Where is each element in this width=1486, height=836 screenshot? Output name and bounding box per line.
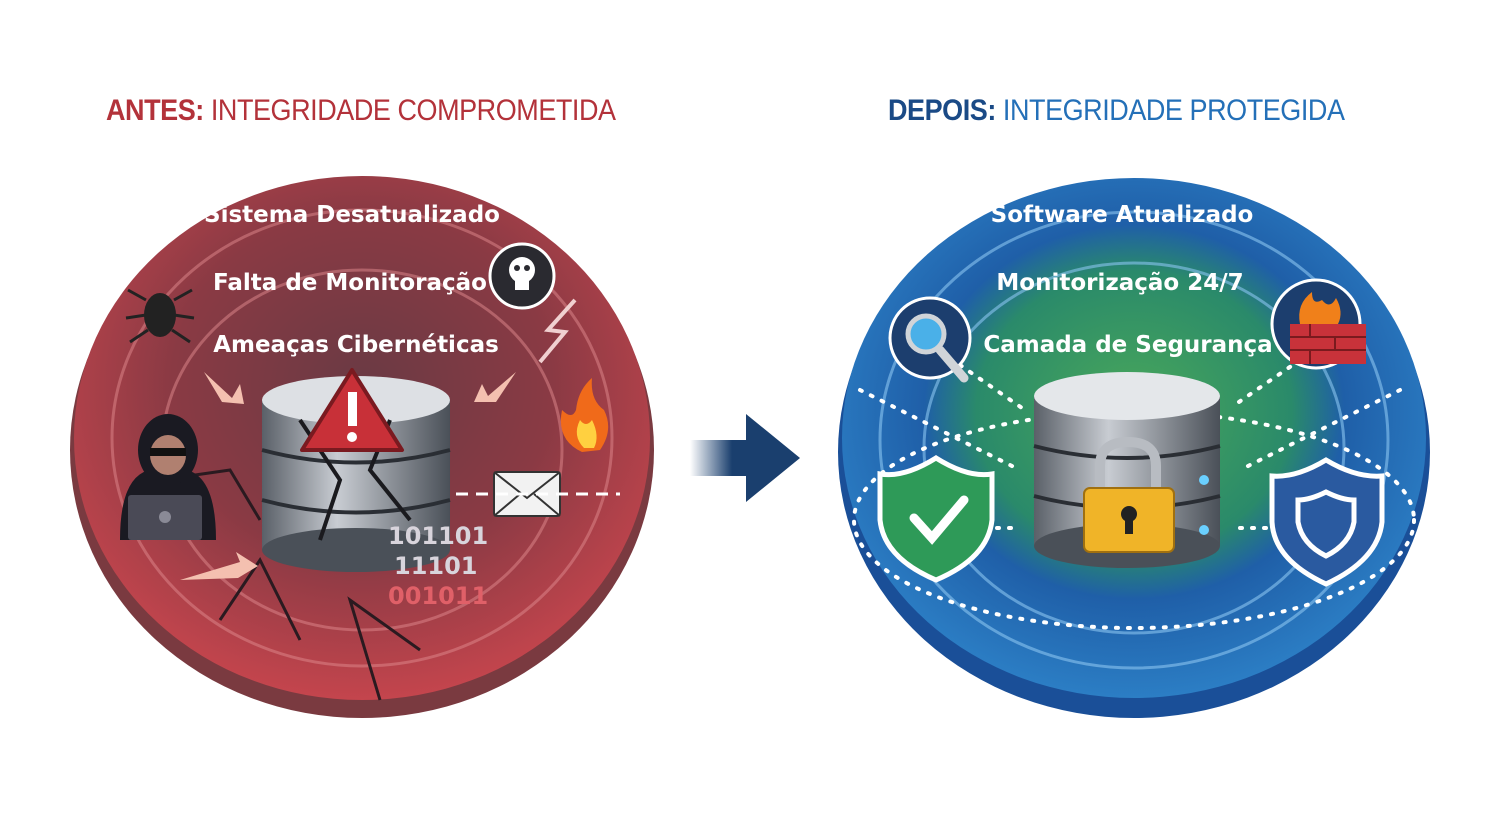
fire-icon [560,378,609,452]
before-title-lead: ANTES: [106,94,204,127]
after-title-lead: DEPOIS: [888,94,996,127]
skull-icon [488,242,556,310]
after-ring-label: Camada de Segurança [983,332,1272,358]
before-ring-label: Ameaças Cibernéticas [213,332,499,358]
hacker-icon [120,414,216,540]
before-ring-label: Falta de Monitoração [213,270,487,296]
after-ring-label: Software Atualizado [991,202,1254,228]
magnifier-icon [888,296,972,383]
binary-line: 001011 [388,582,488,610]
padlock-icon [1083,436,1175,553]
firewall-icon [1270,278,1366,370]
lightning-icon [538,298,577,364]
binary-line: 101101 [388,522,488,550]
threat-arrows [180,372,516,580]
before-disc: Sistema Desatualizado Falta de Monitoraç… [70,176,654,718]
after-disc: Software Atualizado Monitorização 24/7 C… [838,178,1430,718]
shield-icon [1269,457,1385,587]
after-title: DEPOIS: INTEGRIDADE PROTEGIDA [888,94,1345,128]
arrow-right-icon [690,414,800,502]
binary-line: 11101 [394,552,478,580]
warning-icon [300,368,404,452]
before-ring-label: Sistema Desatualizado [204,202,500,228]
bug-icon [125,288,195,344]
after-title-rest: INTEGRIDADE PROTEGIDA [995,94,1345,127]
after-ring-label: Monitorização 24/7 [996,270,1243,296]
before-title-rest: INTEGRIDADE COMPROMETIDA [203,94,616,127]
shield-check-icon [877,455,995,583]
before-title: ANTES: INTEGRIDADE COMPROMETIDA [106,94,616,128]
